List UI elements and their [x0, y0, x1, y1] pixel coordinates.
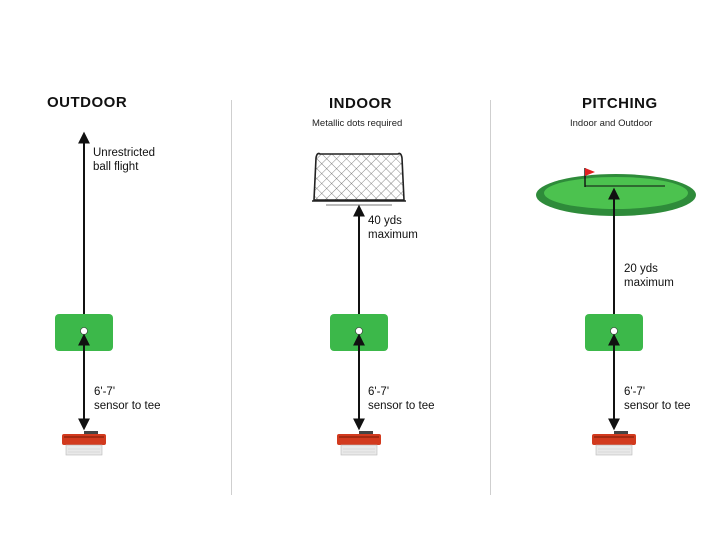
pitching-diagram [536, 168, 696, 456]
outdoor-title: OUTDOOR [47, 94, 128, 111]
putting-green-icon [536, 174, 696, 216]
outdoor-sensor-label-line1: 6'-7' [94, 386, 116, 398]
pitching-flight-label: 20 yds maximum [624, 262, 674, 290]
pitching-sensor-label: 6'-7' sensor to tee [624, 385, 690, 413]
launch-monitor-sensor-icon [337, 431, 381, 456]
outdoor-flight-label-line2: ball flight [93, 161, 139, 173]
indoor-flight-label-line2: maximum [368, 229, 418, 241]
indoor-subtitle: Metallic dots required [312, 118, 403, 129]
indoor-sensor-label-line2: sensor to tee [368, 400, 435, 412]
indoor-sensor-label-line1: 6'-7' [368, 386, 390, 398]
outdoor-flight-label: Unrestricted ball flight [93, 146, 155, 174]
pitching-flight-label-line2: maximum [624, 277, 674, 289]
pitching-flight-label-line1: 20 yds [624, 263, 658, 275]
indoor-title: INDOOR [329, 95, 392, 112]
divider-right [490, 100, 491, 495]
pitching-subtitle: Indoor and Outdoor [570, 118, 653, 129]
indoor-sensor-label: 6'-7' sensor to tee [368, 385, 434, 413]
net-icon [312, 152, 406, 206]
outdoor-sensor-label-line2: sensor to tee [94, 400, 161, 412]
outdoor-sensor-label: 6'-7' sensor to tee [94, 385, 160, 413]
outdoor-flight-label-line1: Unrestricted [93, 147, 155, 159]
pitching-title: PITCHING [582, 95, 658, 112]
pitching-sensor-label-line1: 6'-7' [624, 386, 646, 398]
indoor-flight-label: 40 yds maximum [368, 214, 418, 242]
launch-monitor-sensor-icon [592, 431, 636, 456]
indoor-flight-label-line1: 40 yds [368, 215, 402, 227]
golf-ball-icon [610, 327, 618, 335]
pitching-sensor-label-line2: sensor to tee [624, 400, 691, 412]
divider-left [231, 100, 232, 495]
launch-monitor-sensor-icon [62, 431, 106, 456]
golf-ball-icon [355, 327, 363, 335]
golf-ball-icon [80, 327, 88, 335]
outdoor-diagram [55, 131, 113, 456]
indoor-diagram [312, 152, 406, 456]
flag-icon [584, 168, 595, 187]
